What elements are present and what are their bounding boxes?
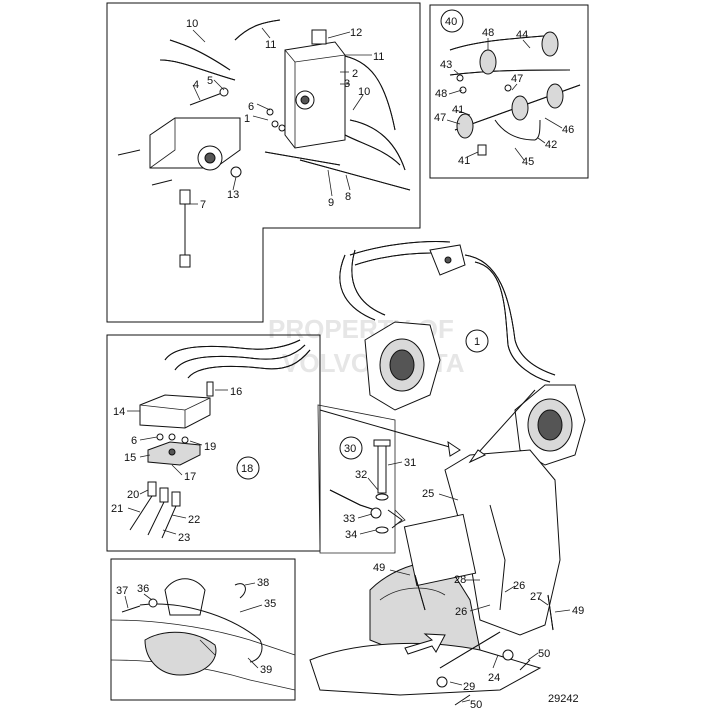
callout: 38 xyxy=(257,577,269,589)
bottom-left-leaders xyxy=(124,582,263,669)
callout: 25 xyxy=(422,488,434,500)
callout: 37 xyxy=(116,585,128,597)
callout: 14 xyxy=(113,406,125,418)
main-gimbal-housing-right xyxy=(514,384,586,466)
panel-mid-left-frame xyxy=(106,334,321,552)
callout: 4 xyxy=(193,79,199,91)
callout-circle-40 xyxy=(440,9,464,33)
callout: 23 xyxy=(178,532,190,544)
callout-circle-1 xyxy=(465,329,489,353)
callout-circle-label: 30 xyxy=(344,443,356,455)
callout: 44 xyxy=(516,29,528,41)
callout: 9 xyxy=(328,197,334,209)
callout: 49 xyxy=(572,605,584,617)
callout: 19 xyxy=(204,441,216,453)
callout: 21 xyxy=(111,503,123,515)
callout: 6 xyxy=(248,101,254,113)
callout: 29 xyxy=(463,681,475,693)
callout: 47 xyxy=(434,112,446,124)
callout: 34 xyxy=(345,529,357,541)
callout: 8 xyxy=(345,191,351,203)
callout: 6 xyxy=(131,435,137,447)
callout: 41 xyxy=(452,104,464,116)
main-leaders xyxy=(389,493,571,703)
callout: 33 xyxy=(343,513,355,525)
callout: 47 xyxy=(511,73,523,85)
callout: 43 xyxy=(440,59,452,71)
bottom-left-detail xyxy=(110,578,296,691)
top-right-tube-assembly xyxy=(449,31,581,156)
panel-bottom-left-frame xyxy=(110,558,296,701)
callout: 28 xyxy=(454,574,466,586)
top-right-callouts: 40 44 48 43 47 48 41 47 46 42 41 45 xyxy=(434,9,574,168)
mid-left-manifold-assembly xyxy=(129,339,311,539)
callout: 45 xyxy=(522,156,534,168)
main-callouts: 1 25 49 28 26 26 27 49 24 50 29 50 xyxy=(373,329,584,711)
callout: 12 xyxy=(350,27,362,39)
callout: 46 xyxy=(562,124,574,136)
callout-circle-label: 40 xyxy=(445,16,457,28)
inset-30-callouts: 30 31 32 33 34 xyxy=(339,436,416,541)
callout: 26 xyxy=(513,580,525,592)
main-gimbal-housing-left xyxy=(364,321,441,411)
callout: 15 xyxy=(124,452,136,464)
callout-circle-30 xyxy=(339,436,363,460)
top-left-valve-assembly xyxy=(117,19,411,268)
callout-circle-18 xyxy=(236,456,260,480)
panel-top-left-frame xyxy=(106,2,421,323)
callout-circle-label: 1 xyxy=(474,336,480,348)
callout: 7 xyxy=(200,199,206,211)
callout: 32 xyxy=(355,469,367,481)
inset-30-bolt-assembly xyxy=(329,439,403,534)
callout: 1 xyxy=(244,113,250,125)
callout: 20 xyxy=(127,489,139,501)
callout: 24 xyxy=(488,672,500,684)
callout: 50 xyxy=(470,699,482,711)
callout-circle-label: 18 xyxy=(241,463,253,475)
top-left-leaders xyxy=(190,27,372,205)
diagram-id: 29242 xyxy=(548,693,579,705)
callout: 10 xyxy=(186,18,198,30)
inset-30-leaders xyxy=(357,461,403,535)
mid-left-leaders xyxy=(127,389,228,535)
callout: 2 xyxy=(352,68,358,80)
callout: 41 xyxy=(458,155,470,167)
callout: 35 xyxy=(264,598,276,610)
callout: 11 xyxy=(373,51,384,63)
callout: 48 xyxy=(435,88,447,100)
main-drive-unit xyxy=(309,449,561,706)
callout: 17 xyxy=(184,471,196,483)
main-pointer-arrows xyxy=(319,389,536,655)
bottom-left-callouts: 37 36 38 35 39 xyxy=(116,577,276,676)
callout: 16 xyxy=(230,386,242,398)
callout: 27 xyxy=(530,591,542,603)
callout: 42 xyxy=(545,139,557,151)
callout: 26 xyxy=(455,606,467,618)
callout: 31 xyxy=(404,457,416,469)
main-hose-bundle xyxy=(339,241,556,383)
callout: 48 xyxy=(482,27,494,39)
panel-top-right-frame xyxy=(429,4,589,179)
callout: 39 xyxy=(260,664,272,676)
callout: 11 xyxy=(265,39,276,51)
callout: 22 xyxy=(188,514,200,526)
mid-left-callouts: 16 14 6 19 15 17 20 21 22 23 18 xyxy=(111,386,260,544)
callout: 3 xyxy=(344,78,350,90)
callout: 50 xyxy=(538,648,550,660)
callout: 49 xyxy=(373,562,385,574)
callout: 5 xyxy=(207,75,213,87)
top-left-callouts: 10 11 12 11 2 3 5 4 6 1 10 9 8 7 13 xyxy=(186,18,384,211)
top-right-leaders xyxy=(446,38,563,161)
callout: 36 xyxy=(137,583,149,595)
callout: 10 xyxy=(358,86,370,98)
callout: 13 xyxy=(227,189,239,201)
inset-30-frame xyxy=(317,404,396,554)
